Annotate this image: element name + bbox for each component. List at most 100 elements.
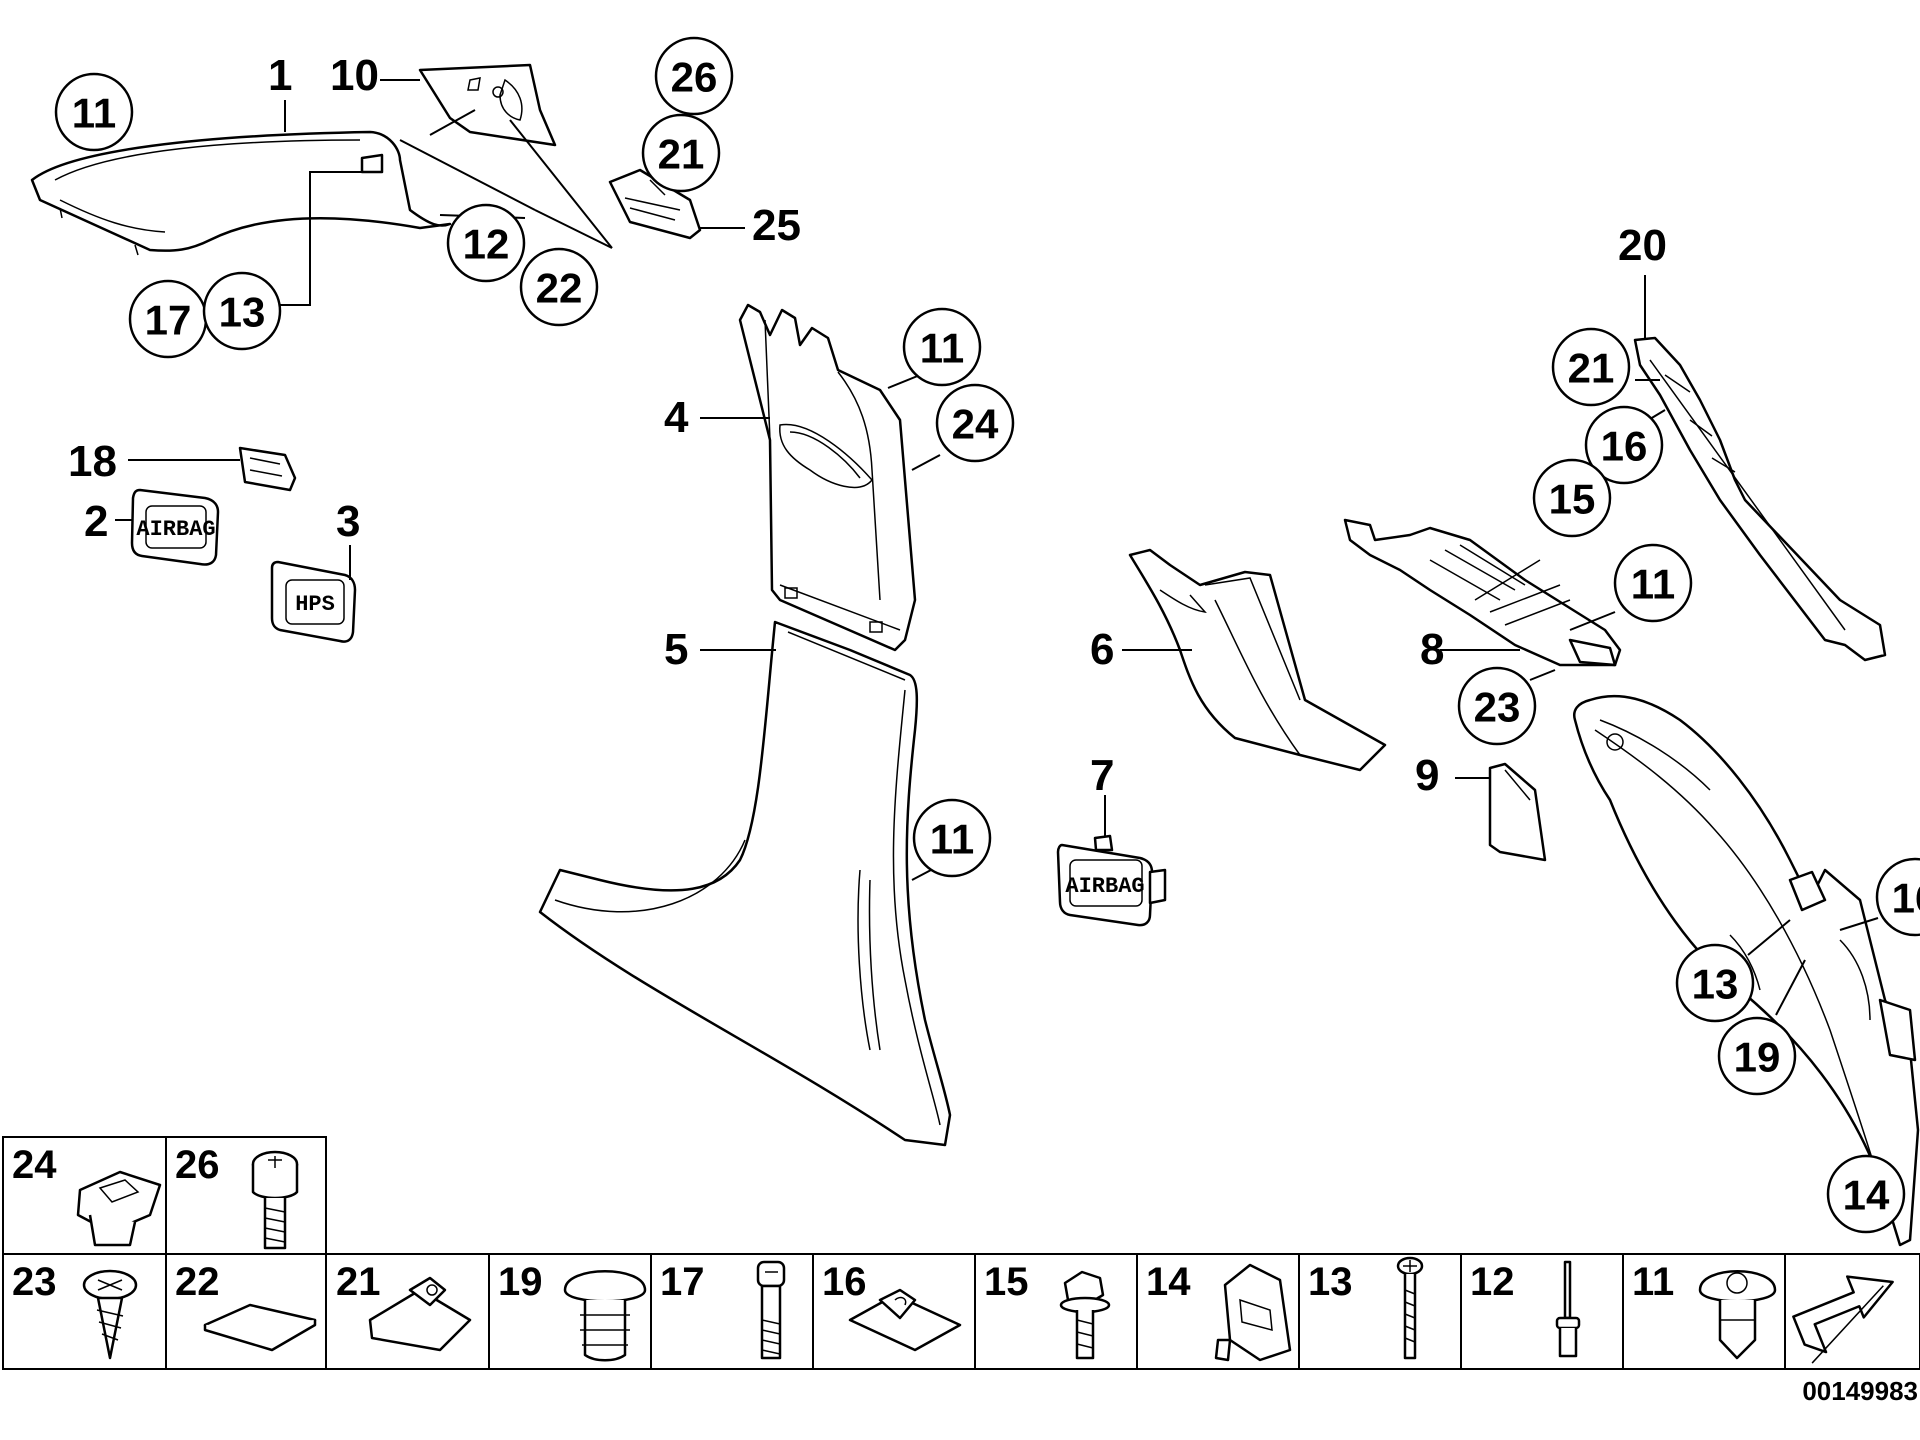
svg-text:16: 16 <box>1892 875 1920 922</box>
callout-20: 20 <box>1618 221 1667 270</box>
svg-text:11: 11 <box>1631 561 1675 608</box>
svg-text:13: 13 <box>1692 961 1739 1008</box>
callout-2: 2 <box>84 497 108 546</box>
callout-4: 4 <box>664 393 689 442</box>
screw-23-icon <box>82 1269 138 1360</box>
part-5-b-pillar-lower <box>538 620 952 1147</box>
circle-callout: 11 <box>1613 543 1693 623</box>
clip-14-icon <box>1214 1263 1292 1362</box>
svg-text:19: 19 <box>1734 1034 1781 1081</box>
circle-callout: 21 <box>641 113 721 193</box>
svg-text:23: 23 <box>1474 684 1521 731</box>
nut-21-icon <box>368 1276 472 1352</box>
callout-9: 9 <box>1415 751 1439 800</box>
table-label: 24 <box>12 1143 57 1187</box>
callout-5: 5 <box>664 625 688 674</box>
bolt-15-icon <box>1059 1270 1111 1360</box>
table-label: 14 <box>1146 1260 1191 1304</box>
circle-callout: 11 <box>912 798 992 878</box>
svg-text:14: 14 <box>1843 1172 1890 1219</box>
table-label: 16 <box>822 1260 867 1304</box>
springnut-16-icon <box>848 1288 962 1352</box>
svg-text:11: 11 <box>920 325 964 372</box>
pad-22-icon <box>203 1303 317 1352</box>
part-18-clip <box>128 446 297 492</box>
part-1-a-pillar-trim <box>30 130 452 256</box>
svg-text:15: 15 <box>1549 476 1596 523</box>
svg-text:24: 24 <box>952 401 999 448</box>
callout-8: 8 <box>1420 625 1444 674</box>
svg-text:21: 21 <box>658 131 705 178</box>
part-6-trim <box>1122 548 1387 772</box>
callout-10: 10 <box>330 51 379 100</box>
circle-callout: 14 <box>1826 1154 1906 1234</box>
part-3-hps-badge: HPS <box>270 545 357 643</box>
svg-text:26: 26 <box>671 54 718 101</box>
table-label: 17 <box>660 1260 705 1304</box>
svg-text:12: 12 <box>463 221 510 268</box>
svg-text:11: 11 <box>72 90 116 137</box>
clip-11-icon <box>1698 1270 1777 1360</box>
circle-callout: 26 <box>654 36 734 116</box>
pushclip-19-icon <box>563 1270 647 1362</box>
svg-text:17: 17 <box>145 297 192 344</box>
table-label: 12 <box>1470 1260 1515 1304</box>
part-20-rail <box>1633 275 1887 662</box>
table-label: 22 <box>175 1260 220 1304</box>
callout-18: 18 <box>68 437 117 486</box>
part-4-b-pillar-upper <box>700 303 941 652</box>
callout-3: 3 <box>336 497 360 546</box>
table-label: 13 <box>1308 1260 1353 1304</box>
circle-callout: 15 <box>1532 458 1612 538</box>
table-label: 26 <box>175 1143 220 1187</box>
circle-callout: 11 <box>54 72 134 152</box>
table-label: 19 <box>498 1260 543 1304</box>
table-label: 11 <box>1632 1260 1674 1304</box>
callout-7: 7 <box>1090 751 1114 800</box>
circle-callout: 17 <box>128 279 208 359</box>
airbag-label-right: AIRBAG <box>1065 874 1144 899</box>
circle-callout: 13 <box>1675 943 1755 1023</box>
fastener-table: 24 26 23 22 21 19 17 16 15 14 13 12 11 <box>2 1136 1920 1370</box>
part-10-bracket <box>418 63 557 147</box>
circle-callout: 16 <box>1875 857 1920 937</box>
plain-callouts: 1 10 25 18 2 3 4 5 6 7 8 9 20 <box>68 51 1667 800</box>
svg-text:11: 11 <box>930 816 974 863</box>
part-9-cover <box>1455 762 1547 862</box>
callout-1: 1 <box>268 51 292 100</box>
table-label: 21 <box>336 1260 381 1304</box>
svg-text:21: 21 <box>1568 345 1615 392</box>
circle-callout: 23 <box>1457 666 1537 746</box>
circle-callout: 22 <box>519 247 599 327</box>
table-label: 23 <box>12 1260 57 1304</box>
leaders-top-left <box>278 79 745 306</box>
part-25-clip <box>608 168 702 240</box>
screw-26-icon <box>251 1150 299 1250</box>
circled-callouts: 11 26 21 12 22 17 13 11 24 11 21 16 15 1… <box>54 36 1920 1234</box>
hps-label: HPS <box>295 592 335 617</box>
bolt-17-icon <box>756 1260 786 1360</box>
arrow-icon <box>1792 1275 1894 1364</box>
svg-text:22: 22 <box>536 265 583 312</box>
circle-callout: 12 <box>446 203 526 283</box>
part-2-airbag-badge: AIRBAG <box>115 488 220 566</box>
callout-6: 6 <box>1090 625 1114 674</box>
airbag-label-left: AIRBAG <box>136 517 215 542</box>
svg-text:16: 16 <box>1601 423 1648 470</box>
leaders-right <box>1747 917 1879 1016</box>
callout-25: 25 <box>752 201 801 250</box>
screw-13-icon <box>1396 1256 1424 1360</box>
part-7-airbag-badge: AIRBAG <box>1056 795 1167 927</box>
clip-24-icon <box>76 1170 162 1247</box>
circle-callout: 11 <box>902 307 982 387</box>
circle-callout: 13 <box>202 271 282 351</box>
table-label: 15 <box>984 1260 1029 1304</box>
circle-callout: 21 <box>1551 327 1631 407</box>
circle-callout: 19 <box>1717 1016 1797 1096</box>
circle-callout: 24 <box>935 383 1015 463</box>
diagram-code: 00149983 <box>1802 1376 1918 1406</box>
svg-text:13: 13 <box>219 289 266 336</box>
rivet-12-icon <box>1555 1260 1581 1358</box>
circle-callout: 16 <box>1584 405 1664 485</box>
